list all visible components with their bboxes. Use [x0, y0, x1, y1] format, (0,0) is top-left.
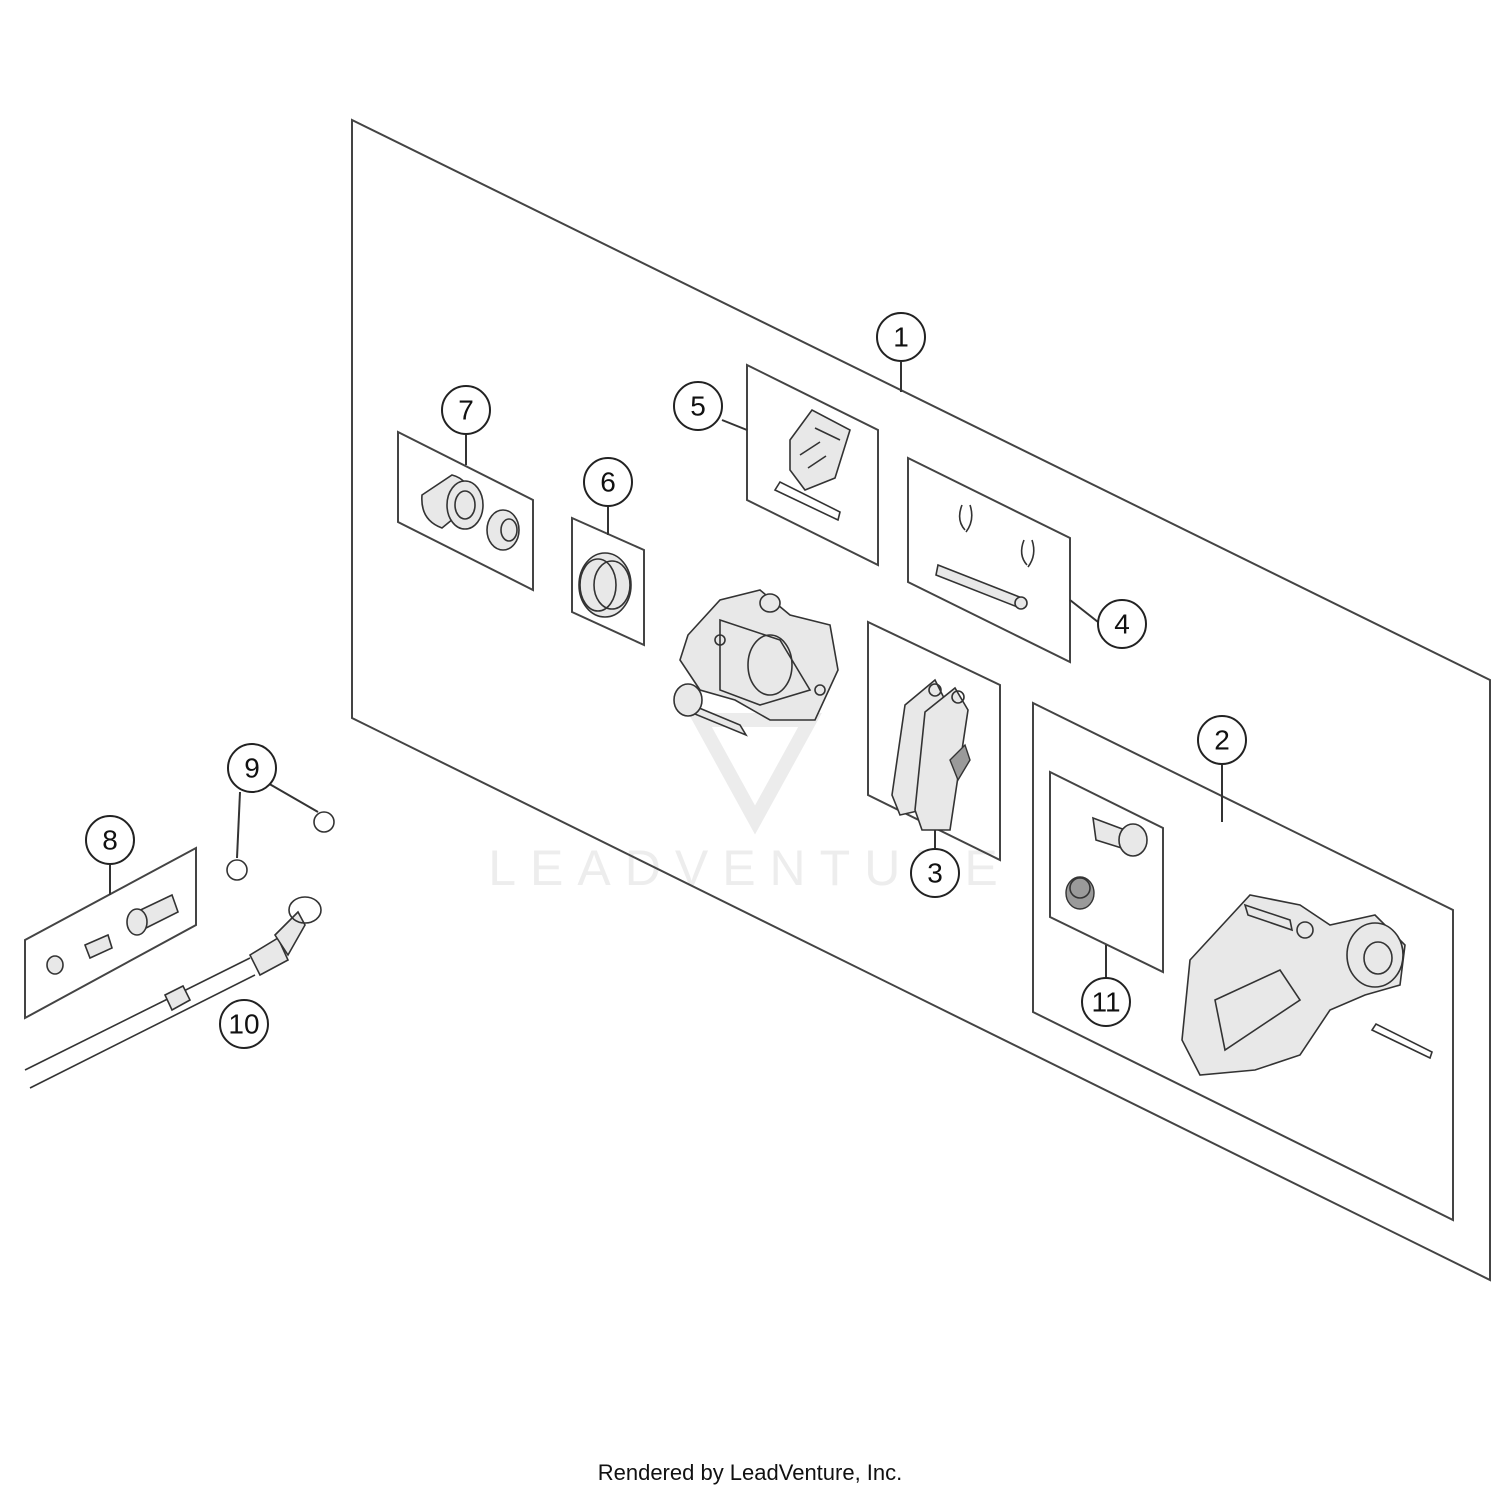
panel-1-kit	[351, 118, 1491, 1282]
callout-5: 5	[673, 381, 723, 431]
callout-7-label: 7	[458, 395, 474, 426]
bleeder-set-part	[46, 893, 179, 975]
callout-1-label: 1	[893, 322, 909, 353]
callout-9-label: 9	[244, 753, 260, 784]
o-ring-part	[226, 811, 335, 881]
callout-6-label: 6	[600, 467, 616, 498]
callout-2-label: 2	[1214, 725, 1230, 756]
panel-8	[24, 846, 197, 1020]
panel-11	[1049, 770, 1164, 974]
callout-3: 3	[910, 848, 960, 898]
panel-7	[397, 430, 534, 592]
brake-line-part	[24, 896, 322, 1089]
panel-3	[867, 620, 1001, 862]
pad-spring-part	[773, 408, 851, 522]
callout-1: 1	[876, 312, 926, 362]
callout-11-label: 11	[1091, 987, 1120, 1018]
piston-set-part	[421, 474, 520, 551]
panel-6	[571, 516, 645, 647]
panel-4	[907, 456, 1071, 664]
callout-5-label: 5	[690, 391, 706, 422]
panel-5	[746, 363, 879, 567]
callout-2: 2	[1197, 715, 1247, 765]
callout-7: 7	[441, 385, 491, 435]
seal-ring-part	[578, 552, 632, 618]
callout-3-label: 3	[927, 858, 943, 889]
callout-11: 11	[1081, 977, 1131, 1027]
callout-8-label: 8	[102, 825, 118, 856]
pin-set-part	[935, 504, 1035, 610]
callout-10-label: 10	[228, 1009, 259, 1040]
callout-8: 8	[85, 815, 135, 865]
callout-4-label: 4	[1114, 609, 1130, 640]
render-credit: Rendered by LeadVenture, Inc.	[597, 1460, 903, 1485]
panel-2	[1032, 701, 1454, 1222]
callout-9: 9	[227, 743, 277, 793]
callout-6: 6	[583, 457, 633, 507]
brake-pads-part	[891, 678, 971, 831]
callout-10: 10	[219, 999, 269, 1049]
callout-4: 4	[1097, 599, 1147, 649]
caliper-body-part	[673, 589, 839, 737]
guide-bolt-part	[1065, 816, 1148, 910]
caliper-bracket-part	[1181, 894, 1433, 1076]
